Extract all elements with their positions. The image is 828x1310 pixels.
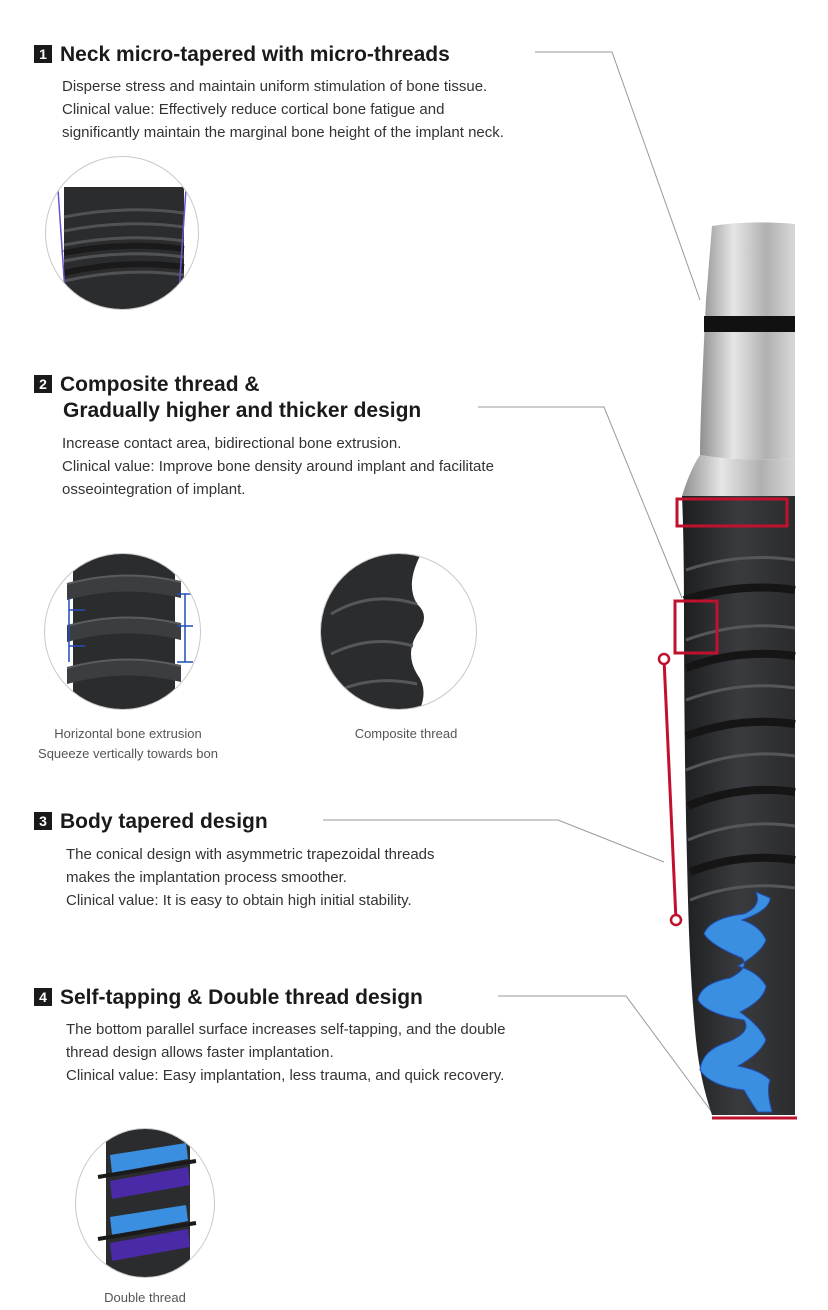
neck-highlight-box bbox=[675, 497, 789, 528]
section-3-heading: 3 Body tapered design bbox=[34, 809, 268, 835]
caption-line: Squeeze vertically towards bon bbox=[38, 746, 218, 761]
section-3-title: Body tapered design bbox=[60, 810, 268, 833]
section-2-title-line-2: Gradually higher and thicker design bbox=[63, 399, 422, 422]
section-1-title: Neck micro-tapered with micro-threads bbox=[60, 43, 450, 66]
section-1-number: 1 bbox=[34, 45, 52, 63]
section-2-heading: 2 Composite thread & Gradually higher and… bbox=[34, 372, 421, 424]
section-2-description: Increase contact area, bidirectional bon… bbox=[62, 432, 494, 501]
section-2-desc-line: Clinical value: Improve bone density aro… bbox=[62, 458, 494, 475]
section-3-desc-line: Clinical value: It is easy to obtain hig… bbox=[66, 892, 412, 909]
bone-extrusion-detail-image bbox=[44, 553, 201, 710]
section-1-desc-line: Clinical value: Effectively reduce corti… bbox=[62, 101, 445, 118]
composite-thread-highlight-box bbox=[673, 599, 719, 655]
leader-line-1 bbox=[535, 51, 701, 301]
section-3-number: 3 bbox=[34, 812, 52, 830]
range-end-dot bbox=[669, 913, 683, 927]
body-taper-range-line bbox=[662, 658, 678, 921]
range-start-dot bbox=[657, 652, 671, 666]
section-2-desc-line: osseointegration of implant. bbox=[62, 481, 246, 498]
abutment-graphic bbox=[682, 222, 795, 496]
highlight-markers bbox=[657, 497, 797, 1120]
leader-lines bbox=[323, 51, 715, 1116]
caption-line: Horizontal bone extrusion bbox=[54, 726, 202, 741]
section-4-desc-line: Clinical value: Easy implantation, less … bbox=[66, 1067, 505, 1084]
section-1-desc-line: Disperse stress and maintain uniform sti… bbox=[62, 78, 488, 95]
section-4-title: Self-tapping & Double thread design bbox=[60, 986, 423, 1009]
section-1-desc-line: significantly maintain the marginal bone… bbox=[62, 124, 504, 141]
composite-thread-caption: Composite thread bbox=[354, 726, 458, 741]
section-2-title-line-1: 2 Composite thread & bbox=[34, 372, 421, 398]
section-2-desc-line: Increase contact area, bidirectional bon… bbox=[62, 435, 402, 452]
section-3-desc-line: makes the implantation process smoother. bbox=[66, 869, 347, 886]
section-4-desc-line: The bottom parallel surface increases se… bbox=[66, 1021, 506, 1038]
section-1-heading: 1 Neck micro-tapered with micro-threads bbox=[34, 42, 450, 68]
section-4-desc-line: thread design allows faster implantation… bbox=[66, 1044, 334, 1061]
neck-microthread-detail-image bbox=[45, 156, 199, 310]
section-4-number: 4 bbox=[34, 988, 52, 1006]
leader-line-3 bbox=[323, 819, 665, 863]
double-thread-caption: Double thread bbox=[104, 1290, 186, 1305]
double-thread-cross-section bbox=[697, 891, 773, 1113]
section-3-desc-line: The conical design with asymmetric trape… bbox=[66, 846, 435, 863]
section-2-title: Composite thread & bbox=[60, 373, 260, 396]
section-2-number: 2 bbox=[34, 375, 52, 393]
section-4-heading: 4 Self-tapping & Double thread design bbox=[34, 985, 423, 1011]
leader-line-4 bbox=[498, 995, 715, 1116]
horizontal-extrusion-caption: Horizontal bone extrusion Squeeze vertic… bbox=[24, 724, 232, 764]
leader-line-2 bbox=[478, 406, 683, 599]
section-1-description: Disperse stress and maintain uniform sti… bbox=[62, 75, 504, 144]
section-3-description: The conical design with asymmetric trape… bbox=[66, 843, 435, 912]
implant-body-graphic bbox=[682, 496, 796, 1115]
composite-thread-detail-image bbox=[320, 553, 477, 710]
section-4-description: The bottom parallel surface increases se… bbox=[66, 1018, 505, 1087]
double-thread-detail-image bbox=[75, 1128, 215, 1278]
